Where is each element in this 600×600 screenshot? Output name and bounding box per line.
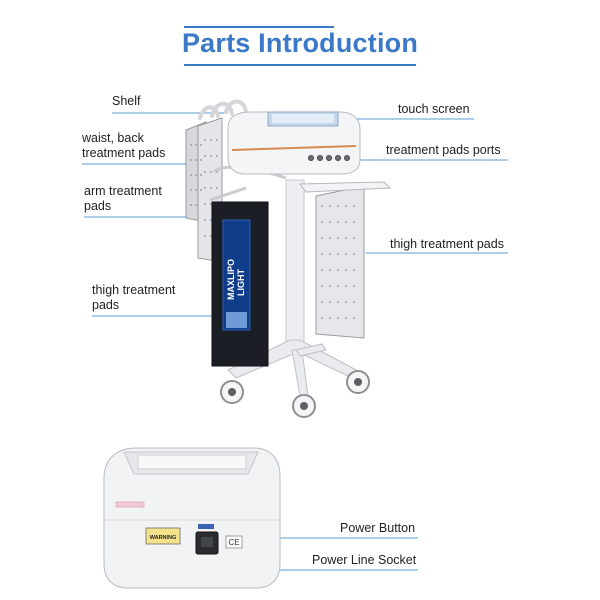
warning-label bbox=[145, 527, 181, 545]
power-button bbox=[198, 524, 214, 529]
ce-mark-box bbox=[225, 535, 243, 549]
pad-brand-line1: MAXLIPO bbox=[226, 259, 236, 300]
label-arm-pads: arm treatment pads bbox=[84, 184, 162, 213]
model-sticker bbox=[115, 501, 145, 508]
title-underline bbox=[184, 64, 416, 66]
pad-brand-line2: LIGHT bbox=[236, 269, 246, 296]
label-power-button: Power Button bbox=[340, 521, 416, 535]
label-power-line-socket: Power Line Socket bbox=[312, 553, 417, 567]
label-thigh-pads-right: thigh treatment pads bbox=[390, 237, 504, 251]
ce-mark-text: CE bbox=[228, 538, 239, 547]
page-title: Parts Introduction bbox=[181, 28, 419, 58]
warning-label-text: WARNING bbox=[150, 535, 177, 541]
pad-perforation-dots bbox=[190, 139, 218, 237]
unit-back-view bbox=[103, 447, 281, 589]
label-waist-back-pads: waist, back treatment pads bbox=[82, 131, 166, 160]
main-unit bbox=[227, 111, 361, 175]
stand-column bbox=[285, 179, 305, 351]
treatment-pad-ports bbox=[307, 154, 350, 161]
label-shelf: Shelf bbox=[112, 94, 141, 108]
thigh-pad-left bbox=[211, 201, 269, 367]
label-touch-screen: touch screen bbox=[398, 102, 470, 116]
thigh-pad-right bbox=[315, 185, 365, 339]
title-overline bbox=[184, 26, 334, 28]
shelf bbox=[198, 99, 248, 120]
side-tray bbox=[299, 181, 392, 193]
label-thigh-pads-left: thigh treatment pads bbox=[92, 283, 176, 312]
label-treatment-pads-ports: treatment pads ports bbox=[386, 143, 501, 157]
caster-wheels bbox=[220, 370, 370, 418]
